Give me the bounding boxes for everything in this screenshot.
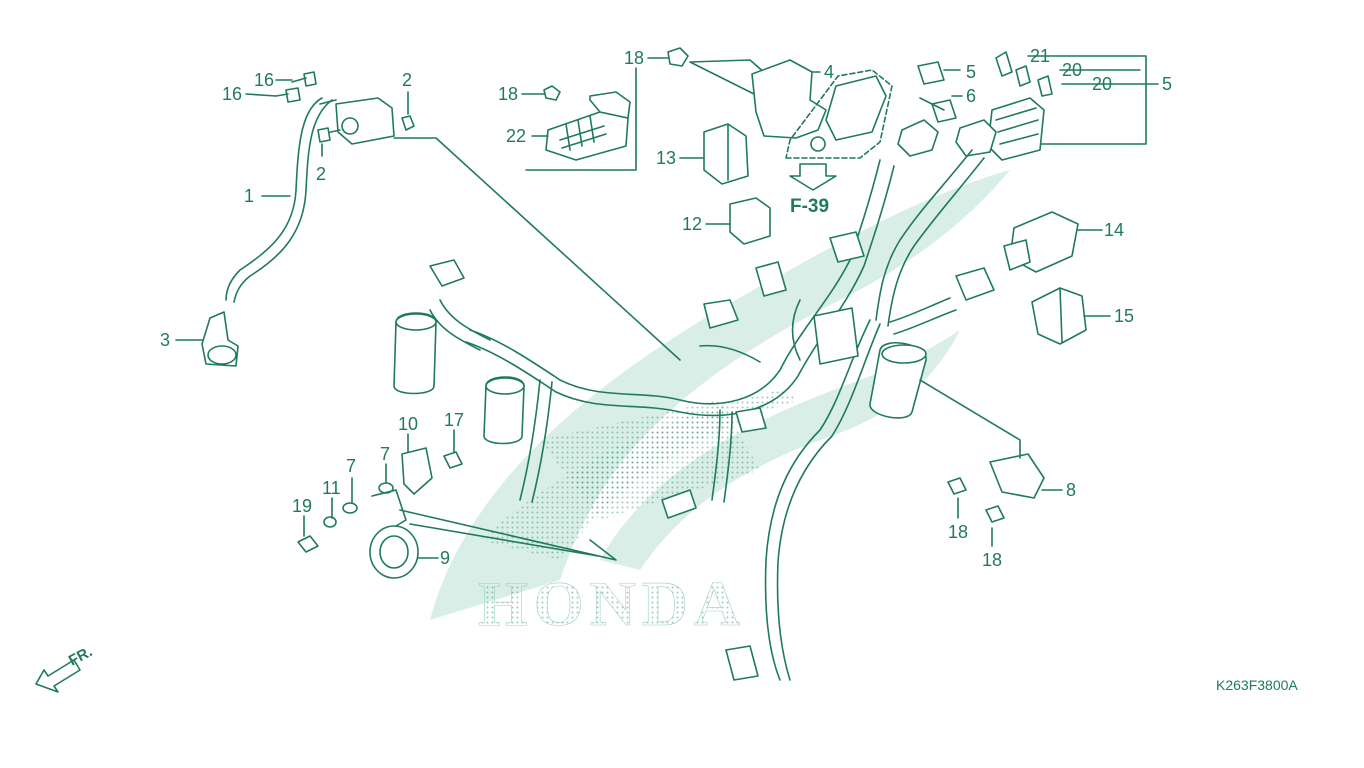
part-9-horn <box>369 489 419 579</box>
bolt-2a <box>401 115 415 131</box>
callout-2a: 2 <box>402 70 412 90</box>
callout-18a: 18 <box>624 48 644 68</box>
part-15-cover <box>1031 287 1087 345</box>
drawing-code: K263F3800A <box>1216 677 1298 693</box>
callout-20a: 20 <box>1062 60 1082 80</box>
part-21-fuse <box>995 51 1013 77</box>
condenser-middle <box>483 376 525 445</box>
callout-leaders <box>175 57 1159 559</box>
part-7-washer-b <box>342 502 358 514</box>
callout-18c: 18 <box>948 522 968 542</box>
harness-connector-e <box>725 645 759 681</box>
part-20-fuse-a <box>1015 65 1031 87</box>
part-6-connector <box>931 99 957 123</box>
callout-19: 19 <box>292 496 312 516</box>
harness-connector-b <box>755 261 787 297</box>
ignition-coil <box>319 97 395 145</box>
callout-22: 22 <box>506 126 526 146</box>
f39-arrow <box>789 163 837 191</box>
harness-connector-c <box>829 231 865 263</box>
bolt-18-b <box>985 505 1005 523</box>
part-22-socket <box>545 91 631 161</box>
relay-bracket-plate <box>825 75 887 141</box>
part-11-nut <box>323 516 337 528</box>
harness-connector-a <box>429 259 465 287</box>
callout-18b: 18 <box>498 84 518 104</box>
front-direction-arrow: FR. <box>35 643 95 693</box>
callout-10: 10 <box>398 414 418 434</box>
honda-watermark-text: HONDA <box>478 568 746 639</box>
connector-cluster-upper <box>897 119 997 157</box>
bolt-18-a <box>947 477 967 495</box>
callout-15: 15 <box>1114 306 1134 326</box>
callout-18d: 18 <box>982 550 1002 570</box>
spark-plug-cap <box>201 311 239 367</box>
leader-horn <box>399 509 617 561</box>
callout-20b: 20 <box>1092 74 1112 94</box>
bolt-16a <box>291 71 317 87</box>
harness-connector-d <box>955 267 995 301</box>
callout-7a: 7 <box>380 444 390 464</box>
callout-9: 9 <box>440 548 450 568</box>
condenser-right <box>869 342 927 419</box>
callout-13: 13 <box>656 148 676 168</box>
callout-5a: 5 <box>966 62 976 82</box>
callout-17: 17 <box>444 410 464 430</box>
callout-14: 14 <box>1104 220 1124 240</box>
part-4-bracket <box>751 59 827 152</box>
callout-3: 3 <box>160 330 170 350</box>
bolt-2b <box>317 127 331 143</box>
spark-plug-cable <box>225 97 333 303</box>
part-14-bracket <box>1003 211 1079 273</box>
callout-6: 6 <box>966 86 976 106</box>
callout-2b: 2 <box>316 164 326 184</box>
part-13-relay <box>703 123 749 185</box>
part-8-bracket <box>989 453 1045 499</box>
part-17-bolt <box>443 451 463 469</box>
bolt-18-group <box>543 85 561 101</box>
leader-5-6 <box>919 97 945 111</box>
callout-16b: 16 <box>222 84 242 104</box>
callout-11: 11 <box>322 478 341 498</box>
part-20-fuse-b <box>1037 75 1053 97</box>
fuse-group-bracket <box>1011 55 1147 145</box>
part-10-bracket <box>401 447 433 495</box>
leader-coil-harness <box>393 137 681 361</box>
callout-labels: 1 2 2 3 4 5 5 6 7 7 8 9 10 11 12 13 14 1… <box>160 46 1172 570</box>
harness-connector-h <box>703 299 739 329</box>
part-5-connector <box>917 61 945 85</box>
callout-16a: 16 <box>254 70 274 90</box>
callout-5b: 5 <box>1162 74 1172 94</box>
leader-8 <box>919 379 1021 459</box>
harness-connector-f <box>661 489 697 519</box>
group-bracket-22 <box>525 67 637 171</box>
condenser-left <box>393 312 437 395</box>
part-12-relay <box>729 197 771 245</box>
callout-7b: 7 <box>346 456 356 476</box>
bolt-18-top <box>667 47 689 67</box>
fuse-box <box>987 97 1045 161</box>
part-19-bolt <box>297 535 319 553</box>
callout-8: 8 <box>1066 480 1076 500</box>
callout-21: 21 <box>1030 46 1050 66</box>
bolt-16b <box>275 87 301 103</box>
callout-1: 1 <box>244 186 254 206</box>
callout-4: 4 <box>824 62 834 82</box>
reference-label-f39: F-39 <box>790 196 829 217</box>
harness-junction-block <box>813 307 859 365</box>
callout-12: 12 <box>682 214 702 234</box>
f39-dashed-outline <box>785 69 893 159</box>
harness-connector-g <box>735 407 767 433</box>
leader-18-top <box>689 59 767 97</box>
